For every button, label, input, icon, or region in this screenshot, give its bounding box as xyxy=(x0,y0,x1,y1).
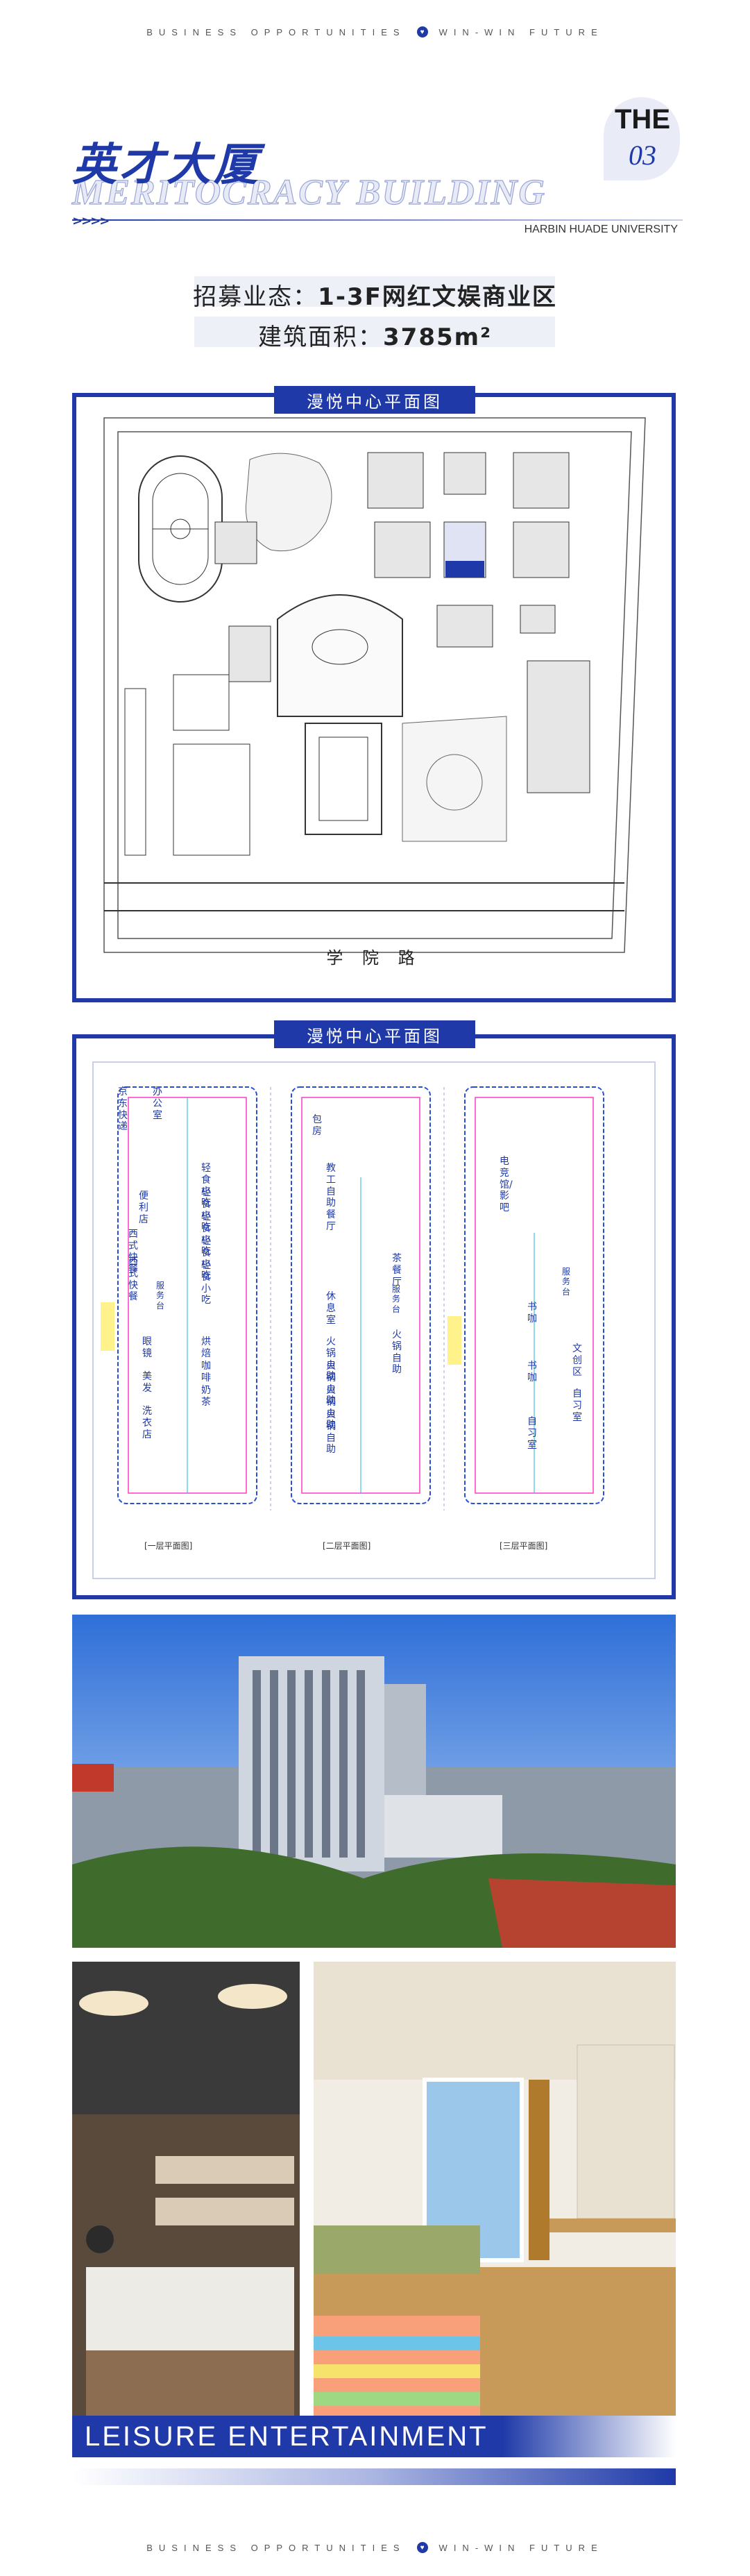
bottom-strip: BUSINESS OPPORTUNITIES ♥ WIN-WIN FUTURE xyxy=(0,2534,750,2561)
info-label-2: 建筑面积： xyxy=(258,323,384,351)
room-label: 美发 xyxy=(142,1371,152,1394)
room-label: 教工自助餐厅 xyxy=(326,1163,336,1232)
strip-right-text: WIN-WIN FUTURE xyxy=(438,26,604,37)
badge-number: 03 xyxy=(629,140,656,171)
room-label: 轻食小吃 xyxy=(201,1187,211,1234)
room-label: 自习室 xyxy=(572,1388,582,1423)
strip-right-text: WIN-WIN FUTURE xyxy=(438,2542,604,2553)
title-divider xyxy=(72,219,683,221)
room-label: 西式快餐 xyxy=(128,1256,138,1303)
room-label: 电竞馆/影吧 xyxy=(500,1156,513,1214)
room-label: 自习室 xyxy=(527,1416,537,1451)
cafe-photo xyxy=(72,1962,300,2434)
dorm-photo xyxy=(314,1962,676,2434)
room-label: 京东快递 xyxy=(118,1086,128,1133)
university-name: HARBIN HUADE UNIVERSITY xyxy=(524,224,678,235)
floor1-caption: [一层平面图] xyxy=(144,1541,193,1551)
info-line-2: 建筑面积：3785m² xyxy=(0,318,750,352)
campus-map-label: 漫悦中心平面图 xyxy=(274,386,475,414)
leisure-banner-fade xyxy=(502,2416,676,2457)
leisure-banner: LEISURE ENTERTAINMENT xyxy=(72,2416,502,2457)
room-label: 书咖 xyxy=(527,1361,537,1383)
campus-map-panel xyxy=(72,393,676,1002)
info-line-1: 招募业态：1-3F网红文娱商业区 xyxy=(0,278,750,312)
room-label: 火锅自助 xyxy=(326,1409,336,1456)
highlight-building xyxy=(445,561,484,578)
heart-icon: ♥ xyxy=(416,2542,428,2553)
room-label: 轻食小吃 xyxy=(201,1163,211,1209)
bottom-gradient-bar xyxy=(72,2468,676,2485)
chevrons-icon: >>>> xyxy=(72,214,110,228)
room-label: 服务台 xyxy=(156,1281,165,1311)
badge-bubble xyxy=(604,97,680,180)
room-label: 烘焙 xyxy=(201,1336,211,1359)
floor-plans xyxy=(92,1061,656,1579)
room-label: 轻食小吃 xyxy=(201,1211,211,1258)
info-bar-2 xyxy=(194,317,555,347)
road-label: 学 院 路 xyxy=(326,948,422,968)
floor3-caption: [三层平面图] xyxy=(500,1541,548,1551)
campus-map xyxy=(103,417,646,953)
floor2-caption: [二层平面图] xyxy=(323,1541,371,1551)
room-label: 文创区 xyxy=(572,1343,582,1378)
room-label: 洗衣店 xyxy=(142,1406,152,1440)
page-title: 英才大厦 xyxy=(72,139,261,191)
room-label: 火锅自助 xyxy=(326,1385,336,1431)
floor-plans-label: 漫悦中心平面图 xyxy=(274,1020,475,1048)
room-label: 眼镜 xyxy=(142,1336,152,1359)
floor-plans-panel xyxy=(72,1034,676,1599)
building-photo xyxy=(72,1615,676,1948)
room-label: 火锅自助 xyxy=(392,1329,402,1376)
strip-left-text: BUSINESS OPPORTUNITIES xyxy=(146,26,406,37)
room-label: 轻食小吃 xyxy=(201,1260,211,1306)
info-value-1: 1-3F网红文娱商业区 xyxy=(318,283,557,311)
room-label: 轻食小吃 xyxy=(201,1236,211,1282)
room-label: 火锅自助 xyxy=(326,1361,336,1407)
room-label: 咖啡 xyxy=(201,1361,211,1383)
info-label-1: 招募业态： xyxy=(193,283,318,311)
room-label: 西式快餐 xyxy=(128,1229,138,1275)
info-bar-1 xyxy=(194,276,555,307)
room-label: 包房 xyxy=(312,1114,322,1137)
room-label: 服务台 xyxy=(392,1284,401,1314)
room-label: 火锅自助 xyxy=(326,1336,336,1383)
heart-icon: ♥ xyxy=(416,26,428,37)
room-label: 书咖 xyxy=(527,1302,537,1324)
top-strip: BUSINESS OPPORTUNITIES ♥ WIN-WIN FUTURE xyxy=(0,18,750,46)
room-label: 奶茶 xyxy=(201,1385,211,1408)
room-label: 服务台 xyxy=(562,1267,571,1297)
room-label: 茶餐厅 xyxy=(392,1253,402,1288)
info-value-2: 3785m² xyxy=(383,323,492,351)
room-label: 办公室 xyxy=(153,1086,162,1121)
strip-left-text: BUSINESS OPPORTUNITIES xyxy=(146,2542,406,2553)
room-label: 休息室 xyxy=(326,1291,336,1326)
title-english: MERITOCRACY BUILDING xyxy=(71,172,546,212)
room-label: 便利店 xyxy=(139,1190,148,1225)
badge-the: THE xyxy=(615,104,670,135)
